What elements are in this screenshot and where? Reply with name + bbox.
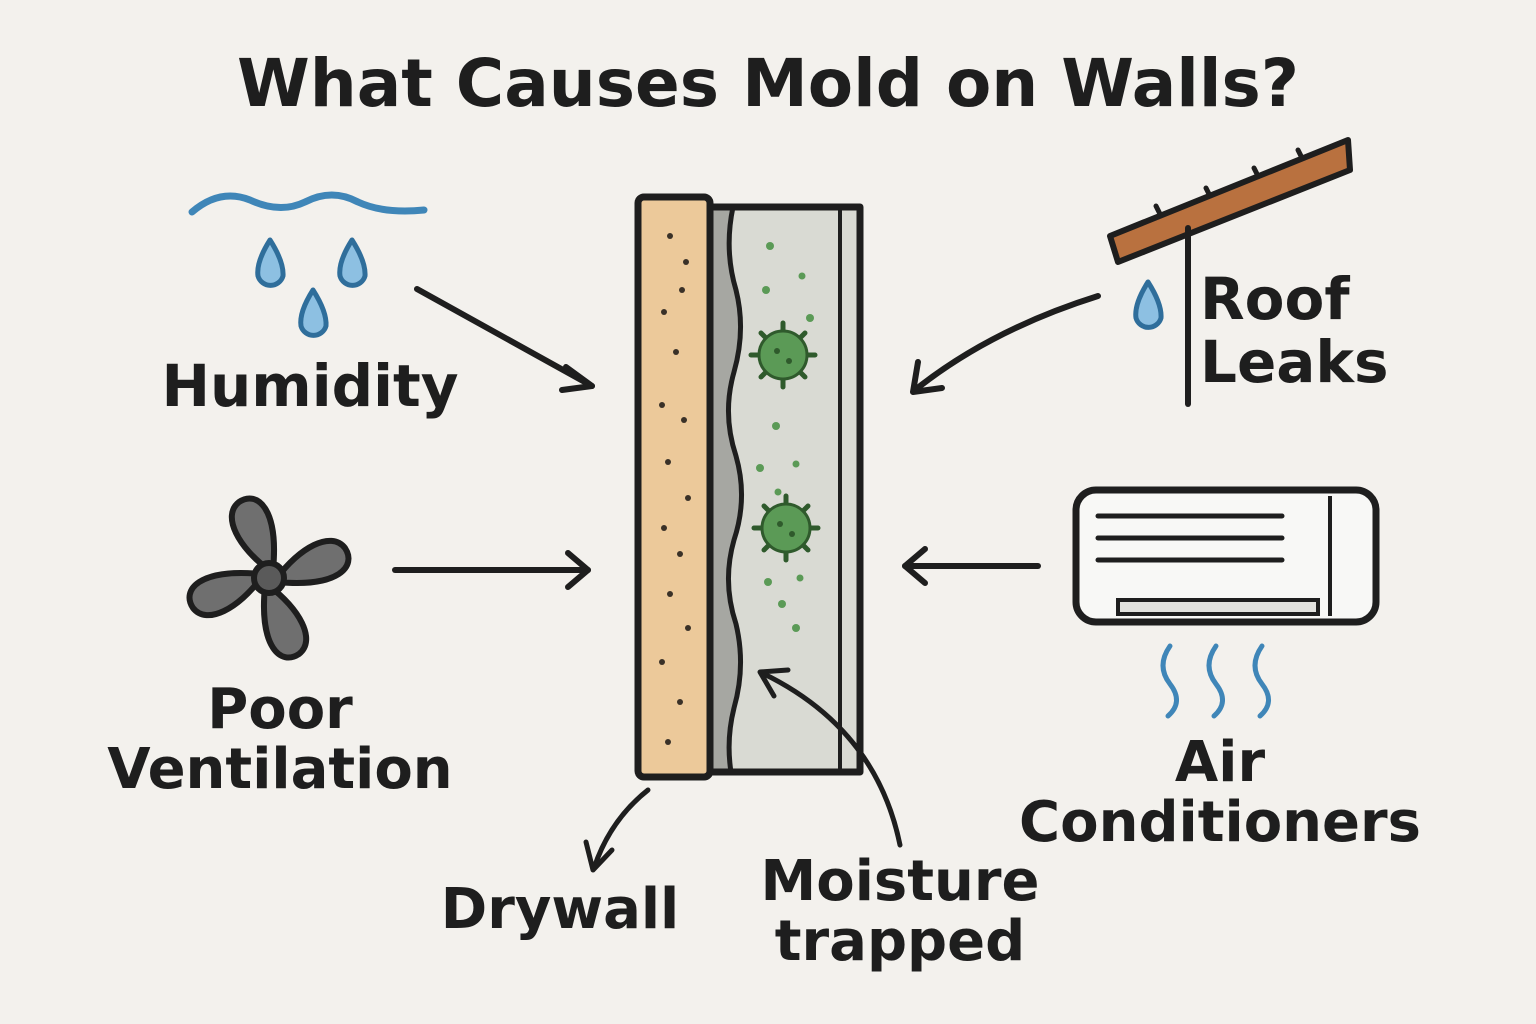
roof-leaks-line-2: Leaks <box>1200 327 1389 396</box>
poor-ventilation-label: Poor Ventilation <box>80 677 480 803</box>
roof-leaks-label: Roof Leaks <box>1200 268 1440 393</box>
air-conditioner-icon <box>1072 486 1380 719</box>
arrow-roof <box>910 293 1101 395</box>
diagram-title: What Causes Mold on Walls? <box>236 45 1300 122</box>
wall-cross-section <box>634 193 864 781</box>
poor-ventilation-line-2: Ventilation <box>107 737 453 803</box>
fan-icon <box>186 495 352 661</box>
mold-colony-lower <box>751 493 821 563</box>
arrow-ac <box>902 546 1041 586</box>
humidity-label: Humidity <box>161 352 459 420</box>
arrow-moisture <box>757 667 903 848</box>
arrow-humidity <box>414 286 595 393</box>
roof-leak-icon <box>1107 137 1353 407</box>
arrow-ventilation <box>392 550 591 590</box>
moisture-trapped-line-2: trapped <box>774 909 1026 975</box>
mold-colony-upper <box>748 320 818 390</box>
air-conditioners-line-2: Conditioners <box>1019 790 1421 856</box>
roof-leaks-line-1: Roof <box>1200 265 1350 333</box>
drywall-label: Drywall <box>440 877 680 942</box>
air-conditioners-label: Air Conditioners <box>1010 730 1430 856</box>
arrow-drywall <box>583 787 651 873</box>
air-conditioners-line-1: Air <box>1174 730 1266 795</box>
moisture-trapped-label: Moisture trapped <box>740 849 1060 975</box>
water-drops-icon <box>188 191 428 338</box>
poor-ventilation-line-1: Poor <box>207 677 353 742</box>
moisture-trapped-line-1: Moisture <box>760 849 1040 914</box>
